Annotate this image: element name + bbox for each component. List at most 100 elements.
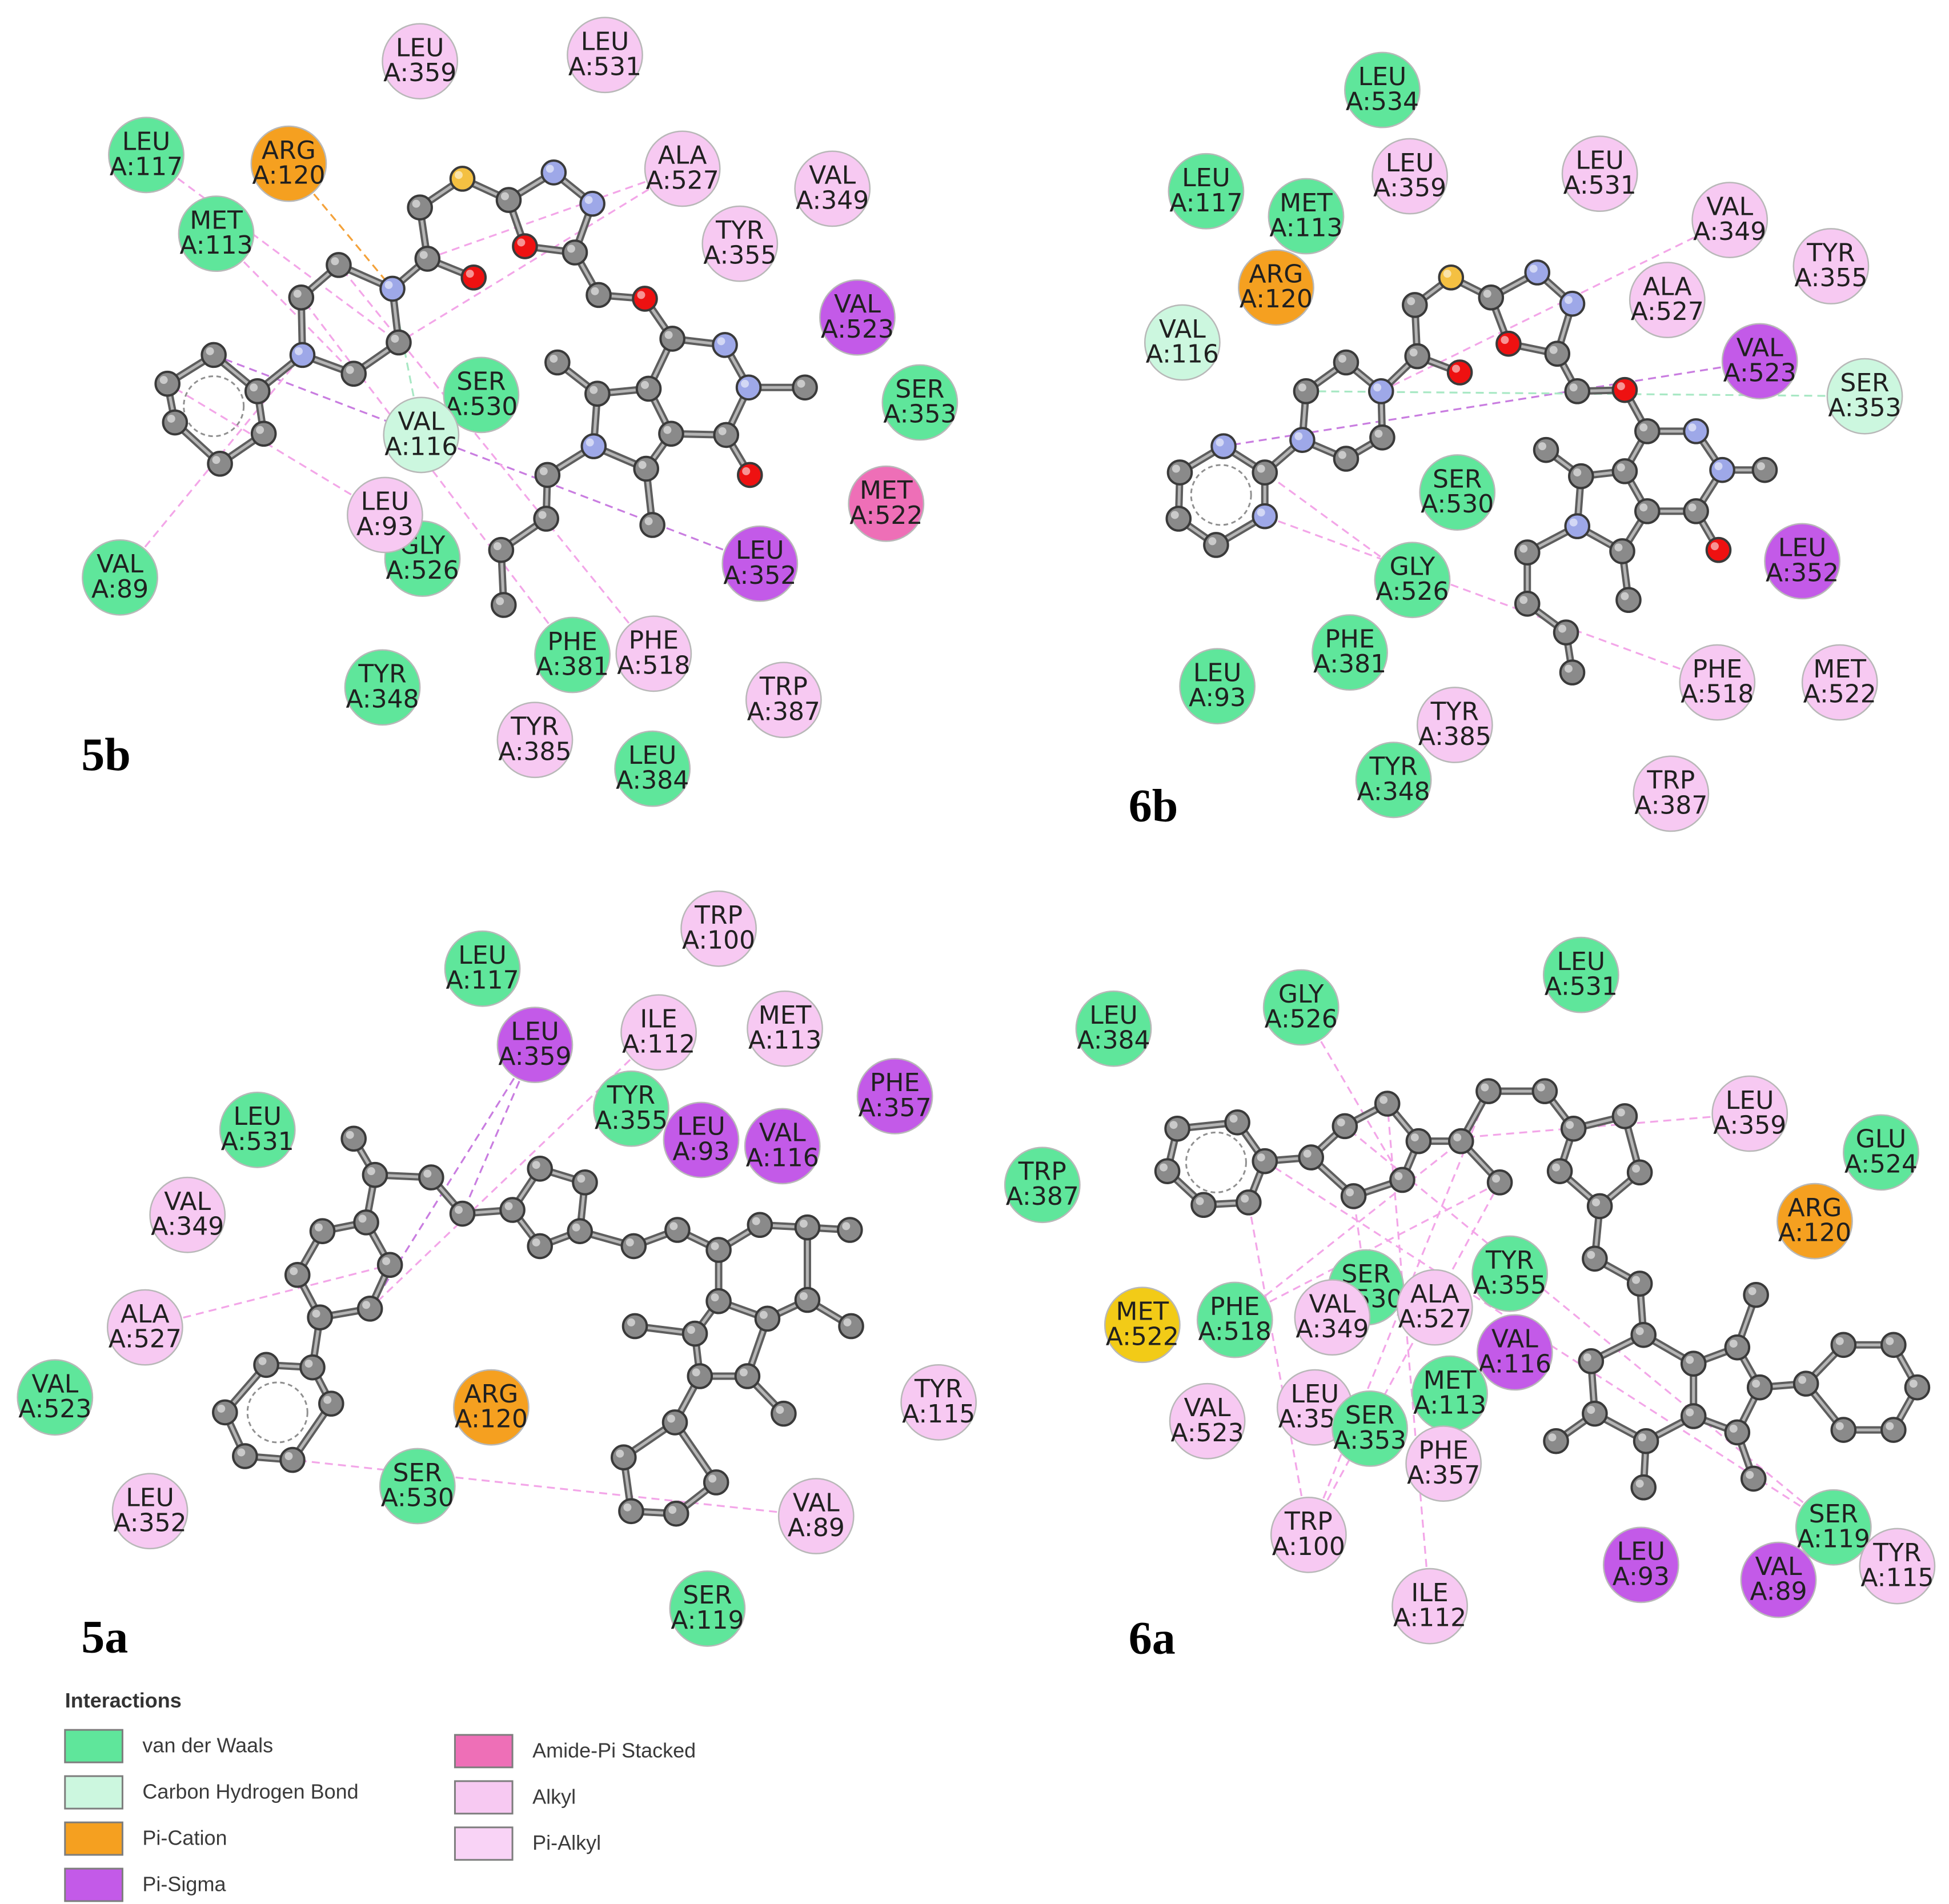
panel-6b-atom-shine [1483, 290, 1491, 298]
panel-5b-atom-shine [206, 347, 214, 355]
panel-5a-atom-shine [362, 1301, 371, 1309]
panel-5b-carbon-atom [244, 378, 271, 404]
panel-6b-atom-shine [1294, 432, 1303, 440]
panel-5b-atom-shine [412, 199, 420, 208]
panel-5a-atom-shine [367, 1167, 375, 1176]
panel-6b-residue-name: LEU [1358, 62, 1407, 91]
panel-5a-residue-disc [747, 990, 823, 1067]
panel-6a-residue-number: A:113 [1413, 1391, 1486, 1420]
panel-6a-atom-shine [1617, 1108, 1625, 1117]
panel-6b-atom-shine [1501, 336, 1509, 344]
panel-5a-residue-name: TRP [694, 901, 743, 930]
panel-5b-residue-number: A:355 [703, 241, 776, 270]
panel-5b-atom-shine [466, 270, 474, 278]
panel-6a-carbon-atom [1586, 1193, 1613, 1220]
panel-6a-carbon-atom [1190, 1192, 1217, 1218]
panel-5b-atom-shine [664, 331, 673, 339]
panel-5b-carbon-atom [584, 380, 611, 407]
panel-6a-residue-name: PHE [1210, 1292, 1260, 1321]
panel-6a-residue-disc [1332, 1390, 1408, 1467]
panel-5b-residue-disc [614, 730, 691, 807]
panel-6b-residue-number: A:522 [1803, 680, 1876, 709]
legend-label-amide-pi-stacked: Amide-Pi Stacked [532, 1738, 696, 1762]
panel-6a-atom-shine [1229, 1115, 1238, 1123]
panel-5b-carbon-atom [633, 455, 659, 482]
panel-5a-residue-name: TYR [914, 1374, 963, 1404]
legend-swatch-pi-alkyl [454, 1826, 514, 1861]
panel-6b-residue-name: LEU [1193, 658, 1242, 687]
panel-6b-carbon-atom [1553, 619, 1579, 646]
legend-label-alkyl: Alkyl [532, 1785, 576, 1808]
panel-6b-atom-shine [1172, 464, 1180, 473]
panel-6a-aromatic-ring [1185, 1131, 1247, 1193]
panel-5a-residue-name: VAL [164, 1187, 211, 1216]
panel-5b-residue-number: A:387 [747, 697, 820, 726]
panel-5b-residue-disc [534, 616, 611, 694]
panel-6b-atom-shine [1170, 511, 1179, 519]
panel-5b-atom-shine [419, 251, 428, 259]
panel-6b-nitrogen-atom [1564, 513, 1591, 539]
panel-5b-atom-shine [159, 376, 168, 384]
panel-6b-residue-disc [1764, 523, 1840, 600]
panel-6b-residue-number: A:534 [1346, 87, 1419, 117]
panel-5b-nitrogen-atom [379, 275, 406, 302]
panel-5a-carbon-atom [499, 1197, 526, 1223]
panel-6b-residue-disc [1561, 135, 1638, 213]
panel-6a-residue-number: A:522 [1106, 1322, 1179, 1351]
panel-6a-residue-number: A:357 [1407, 1461, 1480, 1490]
panel-6a-residue-number: A:387 [1006, 1182, 1079, 1211]
panel-5a-atom-shine [799, 1220, 808, 1228]
panel-6a-carbon-atom [1332, 1113, 1358, 1140]
panel-6a-carbon-atom [1880, 1332, 1907, 1358]
panel-6b-carbon-atom [1404, 343, 1430, 370]
legend-title: Interactions [65, 1689, 182, 1712]
panel-5a-atom-shine [625, 1238, 634, 1246]
panel-6b-atom-shine [1549, 346, 1558, 354]
panel-5a-residue-disc [856, 1057, 933, 1135]
panel-5a-residue-number: A:527 [109, 1325, 182, 1354]
panel-5b-residue-name: TYR [715, 216, 764, 245]
panel-6a-carbon-atom [1680, 1403, 1707, 1429]
panel-6b-atom-shine [1639, 423, 1648, 432]
panel-5a-atom-shine [752, 1217, 760, 1225]
panel-6b-atom-shine [1257, 508, 1265, 517]
panel-6b-residue-name: SER [1433, 464, 1482, 494]
panel-5b-oxygen-atom [512, 233, 538, 259]
panel-5b-carbon-atom [288, 284, 315, 311]
panel-5b-contact-line [427, 167, 683, 260]
panel-6b-atom-shine [1257, 464, 1265, 473]
panel-6a-residue-name: VAL [1491, 1325, 1538, 1354]
panel-6a-atom-shine [1257, 1153, 1265, 1162]
panel-5b-residue-name: LEU [736, 536, 784, 565]
panel-6b-atom-shine [1409, 348, 1418, 357]
panel-6a-carbon-atom [1630, 1474, 1657, 1501]
panel-6a-carbon-atom [1447, 1128, 1474, 1155]
panel-5b-residue-name: VAL [834, 290, 881, 319]
panel-6b-residue-number: A:117 [1169, 189, 1242, 218]
panel-5b-atom-shine [454, 171, 463, 179]
panel-6b-atom-shine [1617, 463, 1625, 472]
panel-6b-atom-shine [1373, 383, 1382, 392]
panel-6a-residue-name: SER [1345, 1401, 1394, 1430]
panel-6a-residue-disc [1740, 1541, 1817, 1618]
panel-6a-atom-shine [1632, 1276, 1641, 1284]
panel-5a-atom-shine [454, 1205, 463, 1214]
panel-5a-atom-shine [667, 1414, 675, 1423]
panel-6a-contact-line [1308, 1182, 1501, 1536]
panel-5b-residue-number: A:89 [91, 575, 149, 604]
panel-5b-residue-name: MET [860, 476, 913, 505]
panel-5a-carbon-atom [687, 1363, 713, 1389]
